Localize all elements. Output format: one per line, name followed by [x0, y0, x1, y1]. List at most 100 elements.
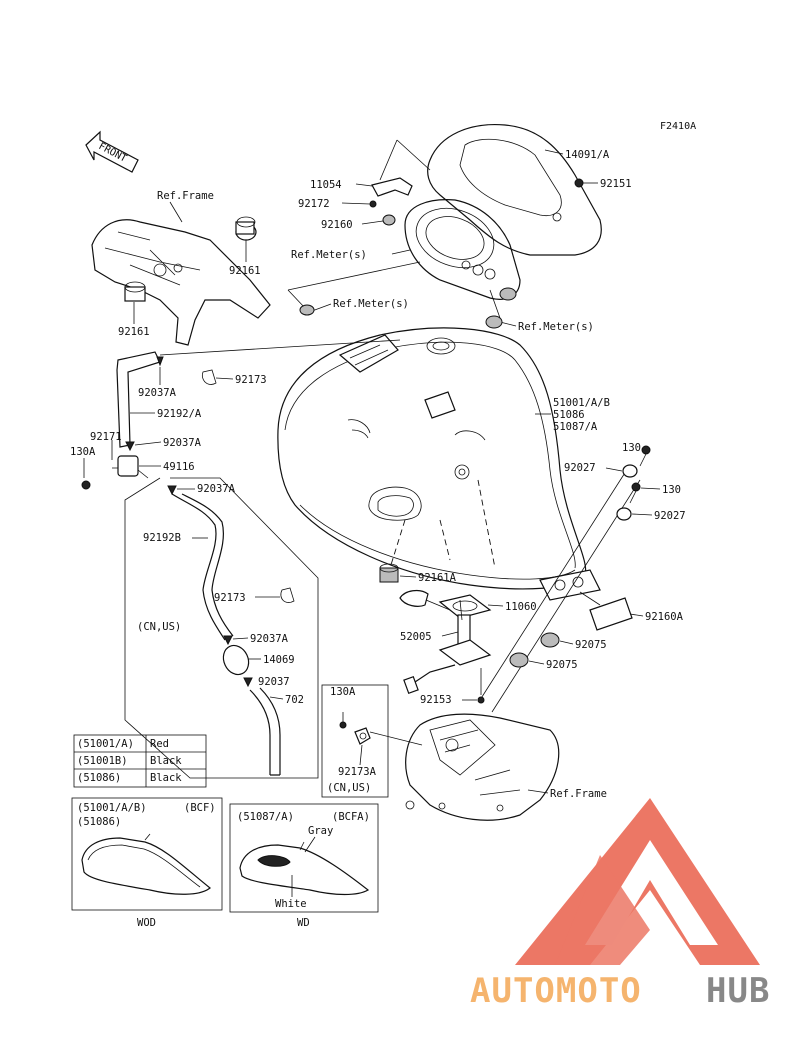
washer-92027-a-drawing: [622, 464, 638, 478]
clamp-92173a-drawing: [354, 727, 371, 745]
label-11060: 11060: [505, 601, 537, 613]
variant-wod-caption: WOD: [137, 917, 156, 929]
label-92037a-2: 92037A: [163, 437, 202, 449]
label-cn-us-1: (CN,US): [137, 621, 181, 633]
hose-52005-drawing: [403, 664, 456, 695]
label-92173a: 92173A: [338, 766, 377, 778]
variant-wod-line1: (51001/A/B): [77, 802, 147, 814]
meter-drawing: [404, 199, 521, 301]
washer-92027-b-drawing: [616, 507, 632, 521]
label-92075-a: 92075: [575, 639, 607, 651]
color-table-color-0: Red: [150, 738, 169, 750]
fuel-pump-drawing: [399, 589, 492, 666]
clip-92037a-3-drawing: [167, 485, 177, 496]
front-arrow-icon: FRONT: [85, 130, 139, 173]
color-table-color-2: Black: [150, 772, 182, 784]
variant-wd-box: (51087/A) (BCFA) Gray White WD: [229, 803, 379, 929]
label-14069: 14069: [263, 654, 295, 666]
clip-92037a-2-drawing: [125, 441, 135, 452]
bracket-11054-drawing: [369, 177, 413, 226]
frame-head-drawing: [91, 219, 271, 346]
frame-rear-drawing: [405, 713, 560, 821]
label-49116: 49116: [163, 461, 195, 473]
label-51086: 51086: [553, 409, 585, 421]
clamp-92173-1-drawing: [201, 369, 217, 385]
damper-92075-b-drawing: [509, 652, 529, 668]
variant-wd-caption: WD: [297, 917, 310, 929]
label-130a-2: 130A: [330, 686, 356, 698]
damper-92075-a-drawing: [540, 632, 560, 648]
variant-wod-tag: (BCF): [184, 802, 216, 814]
bolt-130-a-drawing: [639, 445, 651, 467]
cn-us-box-1: [124, 477, 319, 779]
label-92161-b: 92161: [118, 326, 150, 338]
filter-49116-drawing: [112, 455, 149, 479]
variant-wd-line1: (51087/A): [237, 811, 294, 823]
label-14091: 14091/A: [565, 149, 610, 161]
label-51001: 51001/A/B: [553, 397, 610, 409]
label-92171: 92171: [90, 431, 122, 443]
clip-92037-drawing: [243, 677, 253, 688]
filter-14069-drawing: [222, 644, 250, 676]
label-ref-meter-2: Ref.Meter(s): [333, 298, 409, 310]
clamp-92173-2-drawing: [280, 587, 295, 603]
bolt-130a-1-drawing: [81, 480, 91, 490]
cn-us-box-2: [321, 684, 389, 798]
clip-92037a-4-drawing: [223, 635, 233, 646]
label-92037a-4: 92037A: [250, 633, 289, 645]
rubber-damper-92161-b-drawing: [124, 281, 146, 302]
label-52005: 52005: [400, 631, 432, 643]
label-ref-frame-1: Ref.Frame: [157, 190, 214, 202]
label-11054: 11054: [310, 179, 342, 191]
label-92037: 92037: [258, 676, 290, 688]
label-92172: 92172: [298, 198, 330, 210]
variant-wd-gray: Gray: [308, 825, 333, 837]
label-702: 702: [285, 694, 304, 706]
label-130-a: 130: [622, 442, 641, 454]
variant-wd-white: White: [275, 898, 307, 910]
clip-92037a-1-drawing: [156, 356, 164, 367]
variant-wod-box: (51001/A/B) (BCF) (51086) WOD: [71, 797, 223, 929]
meter-cover-drawing: [427, 123, 602, 256]
hose-92192a-drawing: [116, 351, 161, 448]
bolt-130-b-drawing: [629, 482, 641, 504]
label-ref-meter-3: Ref.Meter(s): [518, 321, 594, 333]
label-130-b: 130: [662, 484, 681, 496]
label-92075-b: 92075: [546, 659, 578, 671]
fuel-tank-drawing: [277, 327, 601, 601]
label-92027-a: 92027: [564, 462, 596, 474]
label-92153: 92153: [420, 694, 452, 706]
automotohub-logo: AUTOMOTO HUB: [470, 798, 769, 1011]
label-92160: 92160: [321, 219, 353, 231]
damper-92161a-drawing: [379, 563, 399, 583]
label-92161a: 92161A: [418, 572, 457, 584]
label-92151: 92151: [600, 178, 632, 190]
hose-702-drawing: [249, 687, 281, 776]
variant-wd-tag: (BCFA): [332, 811, 370, 823]
diagram-code: F2410A: [660, 121, 696, 132]
color-table-code-1: (51001B): [77, 755, 128, 767]
label-92037a-3: 92037A: [197, 483, 236, 495]
label-ref-frame-2: Ref.Frame: [550, 788, 607, 800]
color-table-color-1: Black: [150, 755, 182, 767]
label-92160a: 92160A: [645, 611, 684, 623]
color-table-code-0: (51001/A): [77, 738, 134, 750]
label-92161-a: 92161: [229, 265, 261, 277]
label-92037a-1: 92037A: [138, 387, 177, 399]
label-92192a: 92192/A: [157, 408, 202, 420]
meter-damper-left-drawing: [299, 304, 315, 316]
color-table-code-2: (51086): [77, 772, 121, 784]
label-130a-1: 130A: [70, 446, 96, 458]
hose-92192b-drawing: [171, 493, 234, 641]
label-51087: 51087/A: [553, 421, 598, 433]
label-92173-1: 92173: [235, 374, 267, 386]
bolt-92153-drawing: [477, 668, 485, 704]
label-cn-us-2: (CN,US): [327, 782, 371, 794]
variant-wod-line2: (51086): [77, 816, 121, 828]
pad-92160a-drawing: [589, 597, 633, 631]
meter-damper-right-drawing: [485, 315, 503, 329]
label-92173-2: 92173: [214, 592, 246, 604]
label-92027-b: 92027: [654, 510, 686, 522]
